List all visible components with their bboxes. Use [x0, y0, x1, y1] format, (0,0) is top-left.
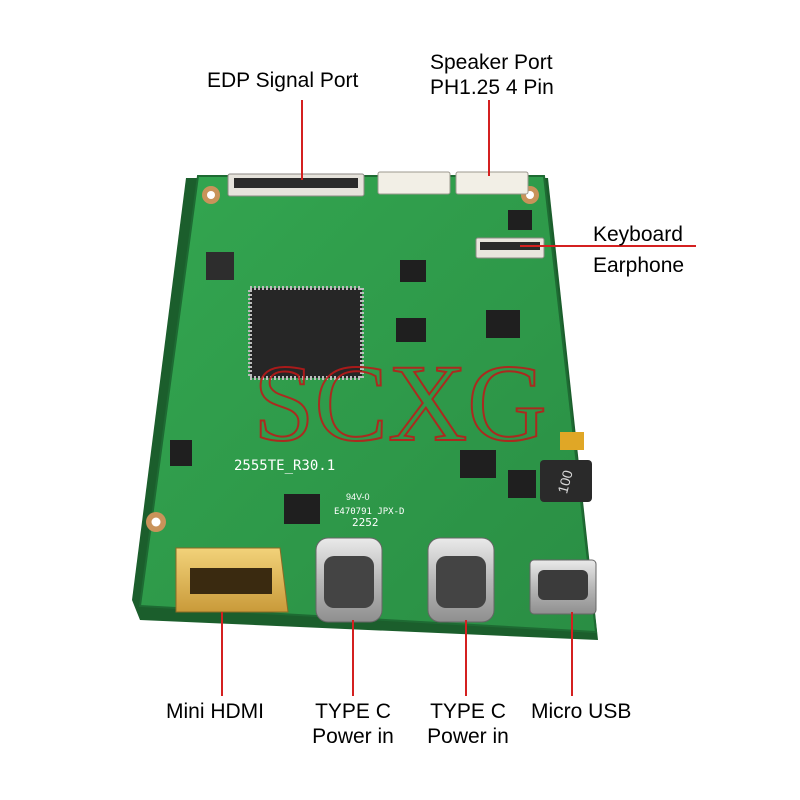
watermark: SCXG — [253, 342, 546, 464]
typec1-line1: TYPE C — [315, 700, 391, 723]
main-chip — [248, 286, 364, 380]
silkscreen-date: 2252 — [352, 516, 379, 529]
speaker-connector-2 — [455, 171, 529, 195]
mini-hdmi-label: Mini HDMI — [166, 700, 264, 723]
micro-usb-port — [529, 559, 597, 615]
speaker-port-line2: PH1.25 4 Pin — [430, 76, 554, 99]
earphone-label: Earphone — [593, 254, 685, 277]
power-inductor — [540, 460, 592, 502]
speaker-port-line1: Speaker Port — [430, 51, 553, 74]
micro-usb-label: Micro USB — [531, 700, 632, 723]
keyboard-earphone-label: Keyboard Earphone — [593, 219, 684, 281]
typec2-line2: Power in — [427, 725, 509, 748]
mini-hdmi-port — [175, 547, 289, 613]
speaker-leader-line — [488, 100, 490, 176]
silkscreen-rating: 94V-0 — [346, 492, 370, 502]
edp-leader-line — [301, 100, 303, 180]
speaker-port-label: Speaker Port PH1.25 4 Pin — [430, 50, 554, 100]
micro-usb-leader-line — [571, 612, 573, 696]
inductor-marking: 100 — [554, 468, 576, 495]
typec1-line2: Power in — [312, 725, 394, 748]
keyboard-leader-line — [520, 245, 696, 247]
mini-hdmi-leader-line — [221, 612, 223, 696]
typec2-label: TYPE C Power in — [418, 699, 518, 749]
typec2-line1: TYPE C — [430, 700, 506, 723]
typec1-leader-line — [352, 620, 354, 696]
type-c-port-1 — [315, 537, 383, 623]
typec1-label: TYPE C Power in — [303, 699, 403, 749]
keyboard-label: Keyboard — [593, 223, 683, 246]
silkscreen-cert: E470791 JPX-D — [334, 507, 404, 517]
silkscreen-model: 2555TE_R30.1 — [234, 458, 335, 474]
typec2-leader-line — [465, 620, 467, 696]
edp-signal-port-label: EDP Signal Port — [207, 69, 359, 92]
speaker-connector-1 — [377, 171, 451, 195]
type-c-port-2 — [427, 537, 495, 623]
